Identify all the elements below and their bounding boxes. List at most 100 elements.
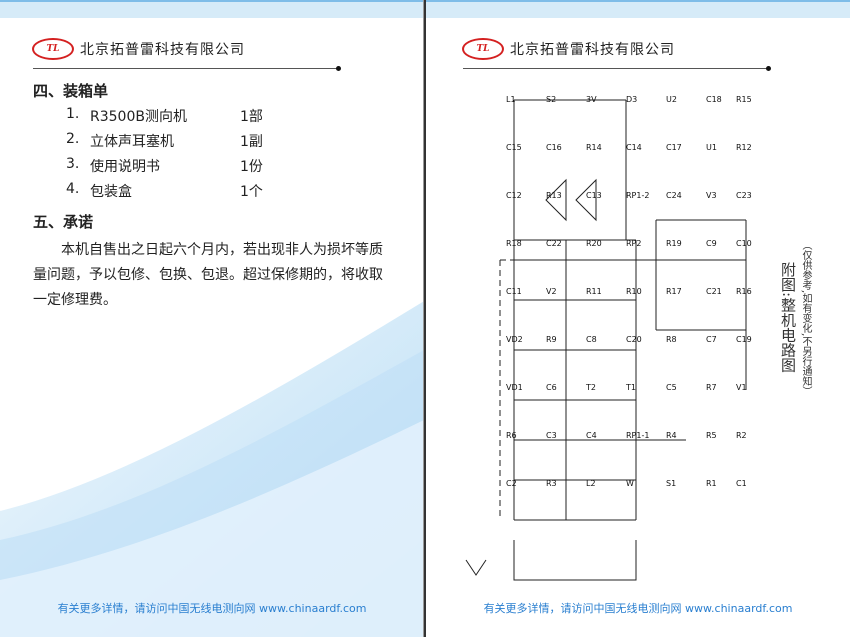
packing-title: 四、装箱单 <box>33 82 109 100</box>
component-label: R7 <box>706 383 717 392</box>
component-label: R15 <box>736 95 752 104</box>
component-label: C16 <box>546 143 562 152</box>
footer-text: 有关更多详情，请访问中国无线电测向网 www.chinaardf.com <box>483 602 793 615</box>
component-label: W <box>626 479 634 488</box>
component-label: D3 <box>626 95 638 104</box>
component-label: T1 <box>626 383 636 392</box>
component-label: R5 <box>706 431 717 440</box>
component-label: R1 <box>706 479 717 488</box>
component-label: V3 <box>706 191 717 200</box>
item-qty: 1份 <box>240 159 263 175</box>
component-label: R19 <box>666 239 682 248</box>
component-label: R6 <box>506 431 517 440</box>
component-label: V2 <box>546 287 557 296</box>
circuit-note: （仅供参考,如有变化,不另行通知） <box>800 240 811 397</box>
item-num: 3. <box>66 156 80 172</box>
component-label: C2 <box>506 479 517 488</box>
component-label: R11 <box>586 287 602 296</box>
component-label: C6 <box>546 383 557 392</box>
header-rule <box>463 66 771 71</box>
component-label: C1 <box>736 479 747 488</box>
circuit-diagram <box>465 99 747 581</box>
component-label: C12 <box>506 191 522 200</box>
item-name: R3500B测向机 <box>90 109 187 125</box>
component-label: S1 <box>666 479 677 488</box>
component-label: C24 <box>666 191 682 200</box>
packing-item: 3. 使用说明书 1份 <box>66 156 263 176</box>
component-label: L2 <box>586 479 596 488</box>
component-label: R16 <box>736 287 752 296</box>
item-name: 包装盒 <box>90 184 132 200</box>
component-label: R3 <box>546 479 557 488</box>
top-bar <box>0 0 424 18</box>
component-label: C21 <box>706 287 722 296</box>
item-name: 使用说明书 <box>90 159 160 175</box>
component-label: C23 <box>736 191 752 200</box>
header-rule <box>33 66 341 71</box>
component-label: R12 <box>736 143 752 152</box>
company-logo: TL <box>462 38 504 60</box>
item-num: 2. <box>66 131 80 147</box>
packing-item: 4. 包装盒 1个 <box>66 181 263 201</box>
component-label: C18 <box>706 95 722 104</box>
component-label: 3V <box>586 95 597 104</box>
component-label: C15 <box>506 143 522 152</box>
company-name: 北京拓普雷科技有限公司 <box>80 42 245 58</box>
brand: TL 北京拓普雷科技有限公司 <box>32 38 245 60</box>
component-label: VD2 <box>506 335 523 344</box>
wave-decoration <box>0 299 424 637</box>
component-label: C3 <box>546 431 557 440</box>
component-label: L1 <box>506 95 516 104</box>
component-label: R10 <box>626 287 642 296</box>
promise-text: 本机自售出之日起六个月内，若出现非人为损坏等质量问题，予以包修、包换、包退。超过… <box>33 242 383 308</box>
item-name: 立体声耳塞机 <box>90 134 174 150</box>
component-label: C17 <box>666 143 682 152</box>
component-label: R9 <box>546 335 557 344</box>
packing-item: 2. 立体声耳塞机 1副 <box>66 131 263 151</box>
component-label: C4 <box>586 431 597 440</box>
component-label: C11 <box>506 287 522 296</box>
component-label: R17 <box>666 287 682 296</box>
component-label: C5 <box>666 383 677 392</box>
component-label: T2 <box>586 383 596 392</box>
brand: TL 北京拓普雷科技有限公司 <box>462 38 675 60</box>
component-label: C20 <box>626 335 642 344</box>
component-label: RP2 <box>626 239 642 248</box>
component-label: S2 <box>546 95 557 104</box>
item-qty: 1部 <box>240 109 263 125</box>
component-label: R4 <box>666 431 677 440</box>
top-bar <box>426 0 850 18</box>
circuit-title: 附图:整机电路图 <box>779 262 797 373</box>
promise-title: 五、承诺 <box>33 213 94 231</box>
item-num: 1. <box>66 106 80 122</box>
footer-text: 有关更多详情，请访问中国无线电测向网 www.chinaardf.com <box>57 602 367 615</box>
item-qty: 1个 <box>240 184 263 200</box>
component-label: C14 <box>626 143 642 152</box>
component-label: U1 <box>706 143 717 152</box>
component-label: R8 <box>666 335 677 344</box>
component-label: R18 <box>506 239 522 248</box>
component-label: C10 <box>736 239 752 248</box>
page-gutter <box>423 0 427 637</box>
component-label: V1 <box>736 383 747 392</box>
component-label: U2 <box>666 95 677 104</box>
packing-item: 1. R3500B测向机 1部 <box>66 106 263 126</box>
left-page: TL 北京拓普雷科技有限公司 四、装箱单 1. R3500B测向机 1部 2. 立体声… <box>0 0 424 637</box>
item-qty: 1副 <box>240 134 263 150</box>
company-name: 北京拓普雷科技有限公司 <box>510 42 675 58</box>
component-label: C9 <box>706 239 717 248</box>
component-label: C8 <box>586 335 597 344</box>
company-logo: TL <box>32 38 74 60</box>
component-label: RP1-1 <box>626 431 650 440</box>
component-label: VD1 <box>506 383 523 392</box>
component-label: R2 <box>736 431 747 440</box>
component-label: R14 <box>586 143 602 152</box>
component-label: C22 <box>546 239 562 248</box>
component-label: R13 <box>546 191 562 200</box>
item-num: 4. <box>66 181 80 197</box>
component-label: C7 <box>706 335 717 344</box>
component-label: R20 <box>586 239 602 248</box>
component-label: C19 <box>736 335 752 344</box>
component-label: C13 <box>586 191 602 200</box>
